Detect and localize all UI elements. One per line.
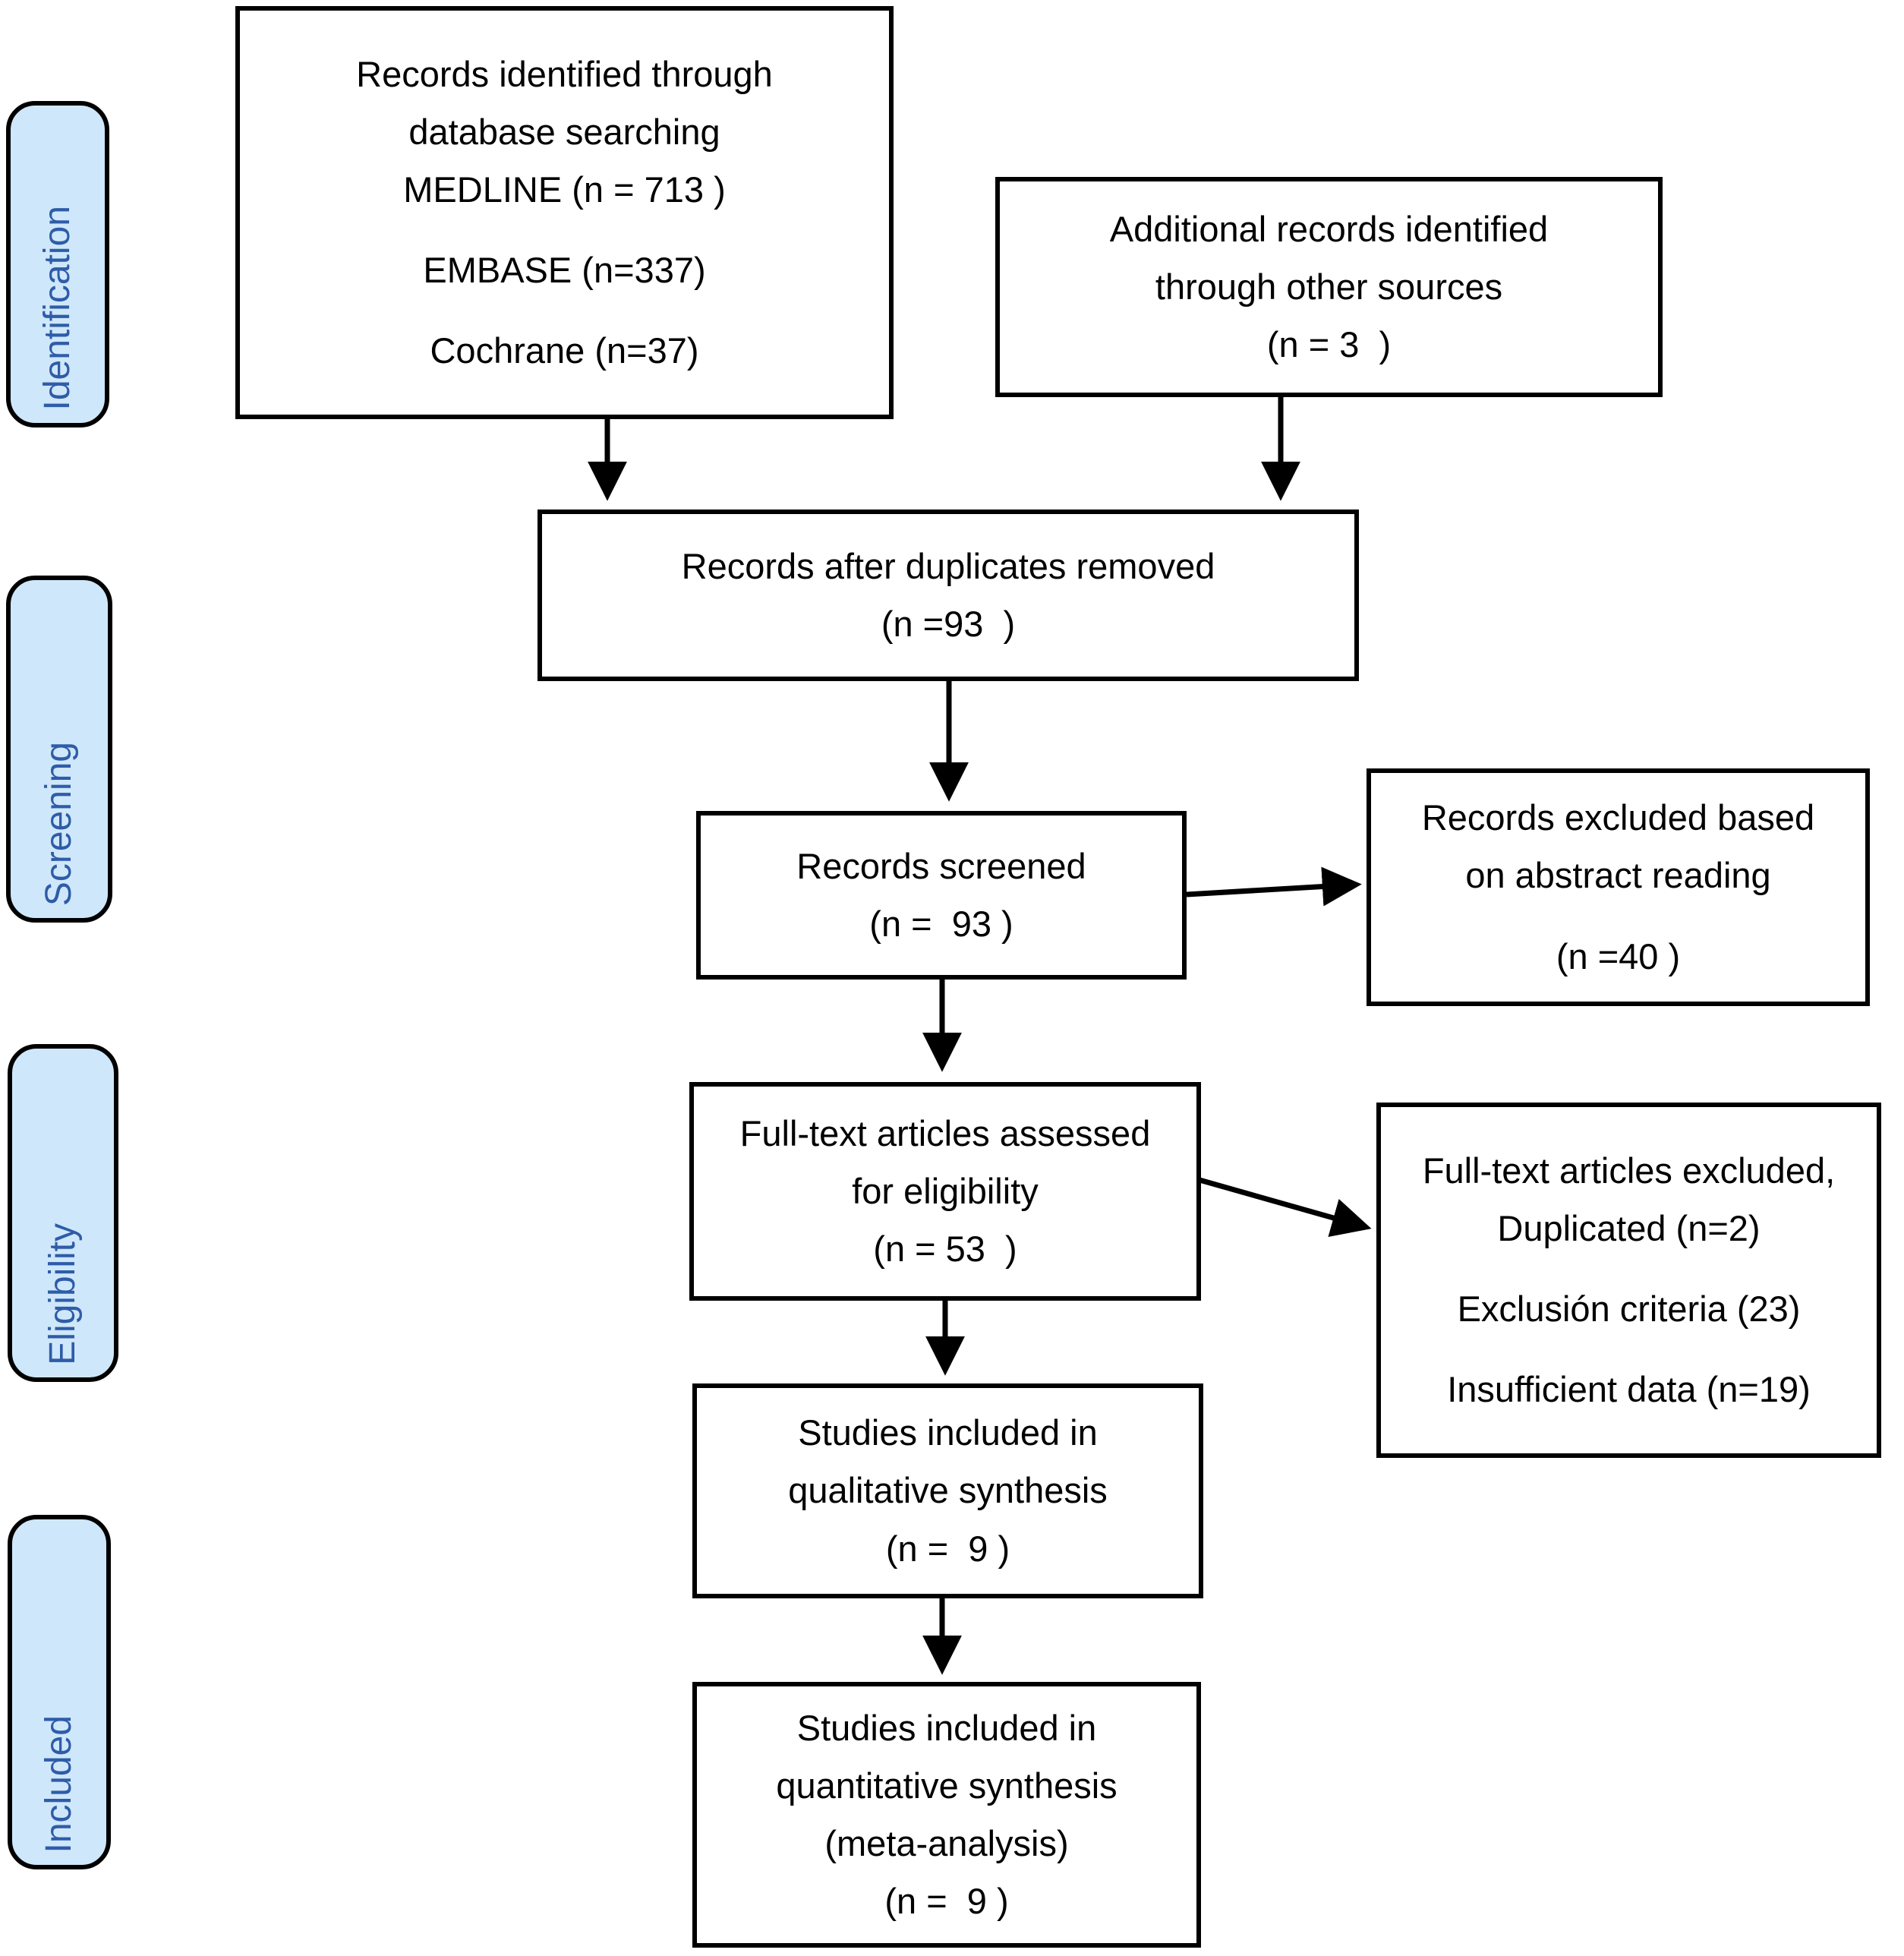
box-text-line: (n = 9 ) <box>885 1528 1010 1569</box>
stage-eligibility: Eligibility <box>8 1044 118 1382</box>
box-text-line: Cochrane (n=37) <box>430 330 699 371</box>
box-text-line: (n =40 ) <box>1556 935 1681 976</box>
stage-eligibility-label: Eligibility <box>43 1223 83 1365</box>
box-text-line: qualitative synthesis <box>788 1470 1108 1511</box>
box-text-line: Exclusión criteria (23) <box>1457 1289 1801 1329</box>
box-text-line: for eligibility <box>852 1170 1039 1211</box>
box-fulltext-assessed: Full-text articles assessed for eligibili… <box>689 1082 1201 1301</box>
box-text-line: Additional records identified <box>1109 208 1549 249</box>
box-after-duplicates-removed: Records after duplicates removed (n =93 ) <box>537 510 1359 681</box>
box-text-line: Records after duplicates removed <box>681 545 1215 586</box>
stage-identification-label: Identification <box>37 206 77 411</box>
arrow-screened-to-excluded <box>1186 866 1362 907</box>
box-text-line: (n = 53 ) <box>873 1229 1017 1270</box>
box-records-excluded-abstract: Records excluded based on abstract readin… <box>1367 768 1870 1006</box>
box-text-line: EMBASE (n=337) <box>423 250 706 291</box>
box-text-line: Duplicated (n=2) <box>1497 1207 1761 1248</box>
stage-identification: Identification <box>6 101 109 427</box>
box-text-line: (meta-analysis) <box>824 1823 1069 1863</box>
box-text-line: MEDLINE (n = 713 ) <box>403 169 726 210</box>
arrow-fulltext-to-excluded <box>1193 1175 1372 1237</box>
box-records-identified: Records identified through database searc… <box>235 6 894 419</box>
box-text-line: (n = 9 ) <box>884 1881 1009 1922</box>
box-text-line: quantitative synthesis <box>776 1765 1117 1806</box>
box-qualitative-synthesis: Studies included in qualitative synthesis… <box>692 1383 1203 1598</box>
box-text-line: (n = 3 ) <box>1266 324 1392 365</box>
box-text-line: Studies included in <box>796 1707 1097 1748</box>
box-text-line: Studies included in <box>798 1412 1098 1453</box>
stage-screening-label: Screening <box>39 741 79 906</box>
box-text-line: Insufficient data (n=19) <box>1447 1369 1811 1410</box>
stage-included: Included <box>8 1515 111 1869</box>
box-text-line: on abstract reading <box>1465 855 1771 896</box>
box-fulltext-excluded: Full-text articles excluded, Duplicated (… <box>1376 1103 1881 1458</box>
box-text-line: through other sources <box>1155 266 1503 307</box>
box-text-line: Records excluded based <box>1421 797 1815 838</box>
box-text-line: Records identified through <box>356 53 773 94</box>
box-additional-records: Additional records identified through oth… <box>995 177 1663 397</box>
stage-screening: Screening <box>6 576 112 923</box>
stage-included-label: Included <box>39 1715 79 1853</box>
box-text-line: Full-text articles excluded, <box>1422 1150 1836 1191</box>
box-text-line: Full-text articles assessed <box>739 1112 1151 1153</box>
box-text-line: database searching <box>408 111 720 152</box>
box-quantitative-synthesis: Studies included in quantitative synthesi… <box>692 1682 1201 1948</box>
box-records-screened: Records screened (n = 93 ) <box>696 811 1187 980</box>
box-text-line: Records screened <box>796 845 1086 886</box>
box-text-line: (n = 93 ) <box>869 904 1013 944</box>
box-text-line: (n =93 ) <box>881 604 1016 644</box>
